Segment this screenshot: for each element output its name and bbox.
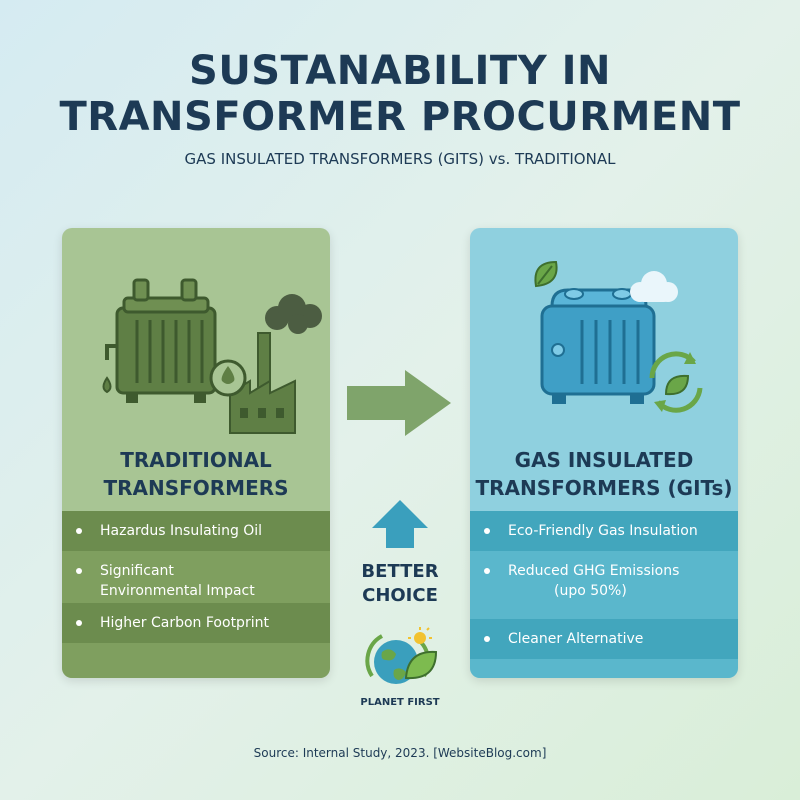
traditional-panel: TRADITIONAL TRANSFORMERS Hazardus Insula…	[62, 228, 330, 678]
globe-leaf-icon	[365, 627, 438, 684]
gas-transformer-icon	[540, 288, 656, 404]
gits-panel: GAS INSULATED TRANSFORMERS (GITs) Eco-Fr…	[470, 228, 738, 678]
better-line-1: BETTER	[361, 561, 439, 582]
bullet-text: (upo 50%)	[554, 583, 627, 599]
bullet-text: Hazardus Insulating Oil	[100, 523, 263, 539]
recycle-leaf-icon	[649, 351, 703, 413]
traditional-heading-line-2: TRANSFORMERS	[103, 476, 289, 500]
source-citation: Source: Internal Study, 2023. [WebsiteBl…	[253, 746, 547, 760]
list-item: Eco-Friendly Gas Insulation	[470, 511, 738, 551]
page-subtitle: GAS INSULATED TRANSFORMERS (GITS) vs. TR…	[184, 150, 616, 168]
oil-drop-icon	[102, 376, 112, 394]
arrow-up-icon	[372, 500, 428, 548]
list-item: Higher Carbon Footprint	[62, 603, 330, 643]
oil-drop-icon	[209, 359, 247, 397]
traditional-heading-line-1: TRADITIONAL	[120, 448, 272, 472]
bullet-dot	[484, 528, 490, 534]
list-item: Reduced GHG Emissions (upo 50%)	[470, 561, 738, 615]
gits-heading-line-2: TRANSFORMERS (GITs)	[475, 476, 733, 500]
bullet-text: Eco-Friendly Gas Insulation	[508, 523, 698, 539]
bullet-text: Reduced GHG Emissions	[508, 563, 680, 579]
traditional-heading: TRADITIONAL TRANSFORMERS	[62, 446, 330, 502]
leaf-icon	[534, 260, 558, 288]
gits-heading: GAS INSULATED TRANSFORMERS (GITs)	[470, 446, 738, 502]
arrow-right-icon	[347, 370, 451, 436]
bullet-dot	[76, 620, 82, 626]
bullet-text: Cleaner Alternative	[508, 631, 644, 647]
bullet-text: Significant	[100, 563, 174, 579]
list-item: Cleaner Alternative	[470, 619, 738, 659]
gits-bullets: Eco-Friendly Gas Insulation Reduced GHG …	[470, 511, 738, 678]
bullet-text: Environmental Impact	[100, 583, 255, 599]
bullet-dot	[484, 636, 490, 642]
planet-first-label: PLANET FIRST	[360, 697, 440, 708]
sun-icon	[408, 627, 432, 644]
list-item: Hazardus Insulating Oil	[62, 511, 330, 551]
bullet-text: Higher Carbon Footprint	[100, 615, 269, 631]
oil-transformer-icon	[105, 278, 217, 403]
gits-heading-line-1: GAS INSULATED	[514, 448, 694, 472]
gas-transformer-illustration	[534, 260, 703, 413]
better-line-2: CHOICE	[362, 585, 438, 606]
title-line-1: SUSTANABILITY IN	[189, 48, 611, 94]
factory-smoke-icon	[229, 294, 322, 434]
bullet-dot	[76, 528, 82, 534]
page-title: SUSTANABILITY IN TRANSFORMER PROCURMENT	[0, 48, 800, 140]
cloud-icon	[630, 271, 678, 302]
bullet-dot	[76, 568, 82, 574]
better-choice-label: BETTER CHOICE	[340, 560, 460, 608]
oil-transformer-illustration	[102, 278, 322, 434]
bullet-dot	[484, 568, 490, 574]
title-line-2: TRANSFORMER PROCURMENT	[59, 94, 741, 140]
list-item: Significant Environmental Impact	[62, 561, 330, 615]
traditional-bullets: Hazardus Insulating Oil Significant Envi…	[62, 511, 330, 678]
